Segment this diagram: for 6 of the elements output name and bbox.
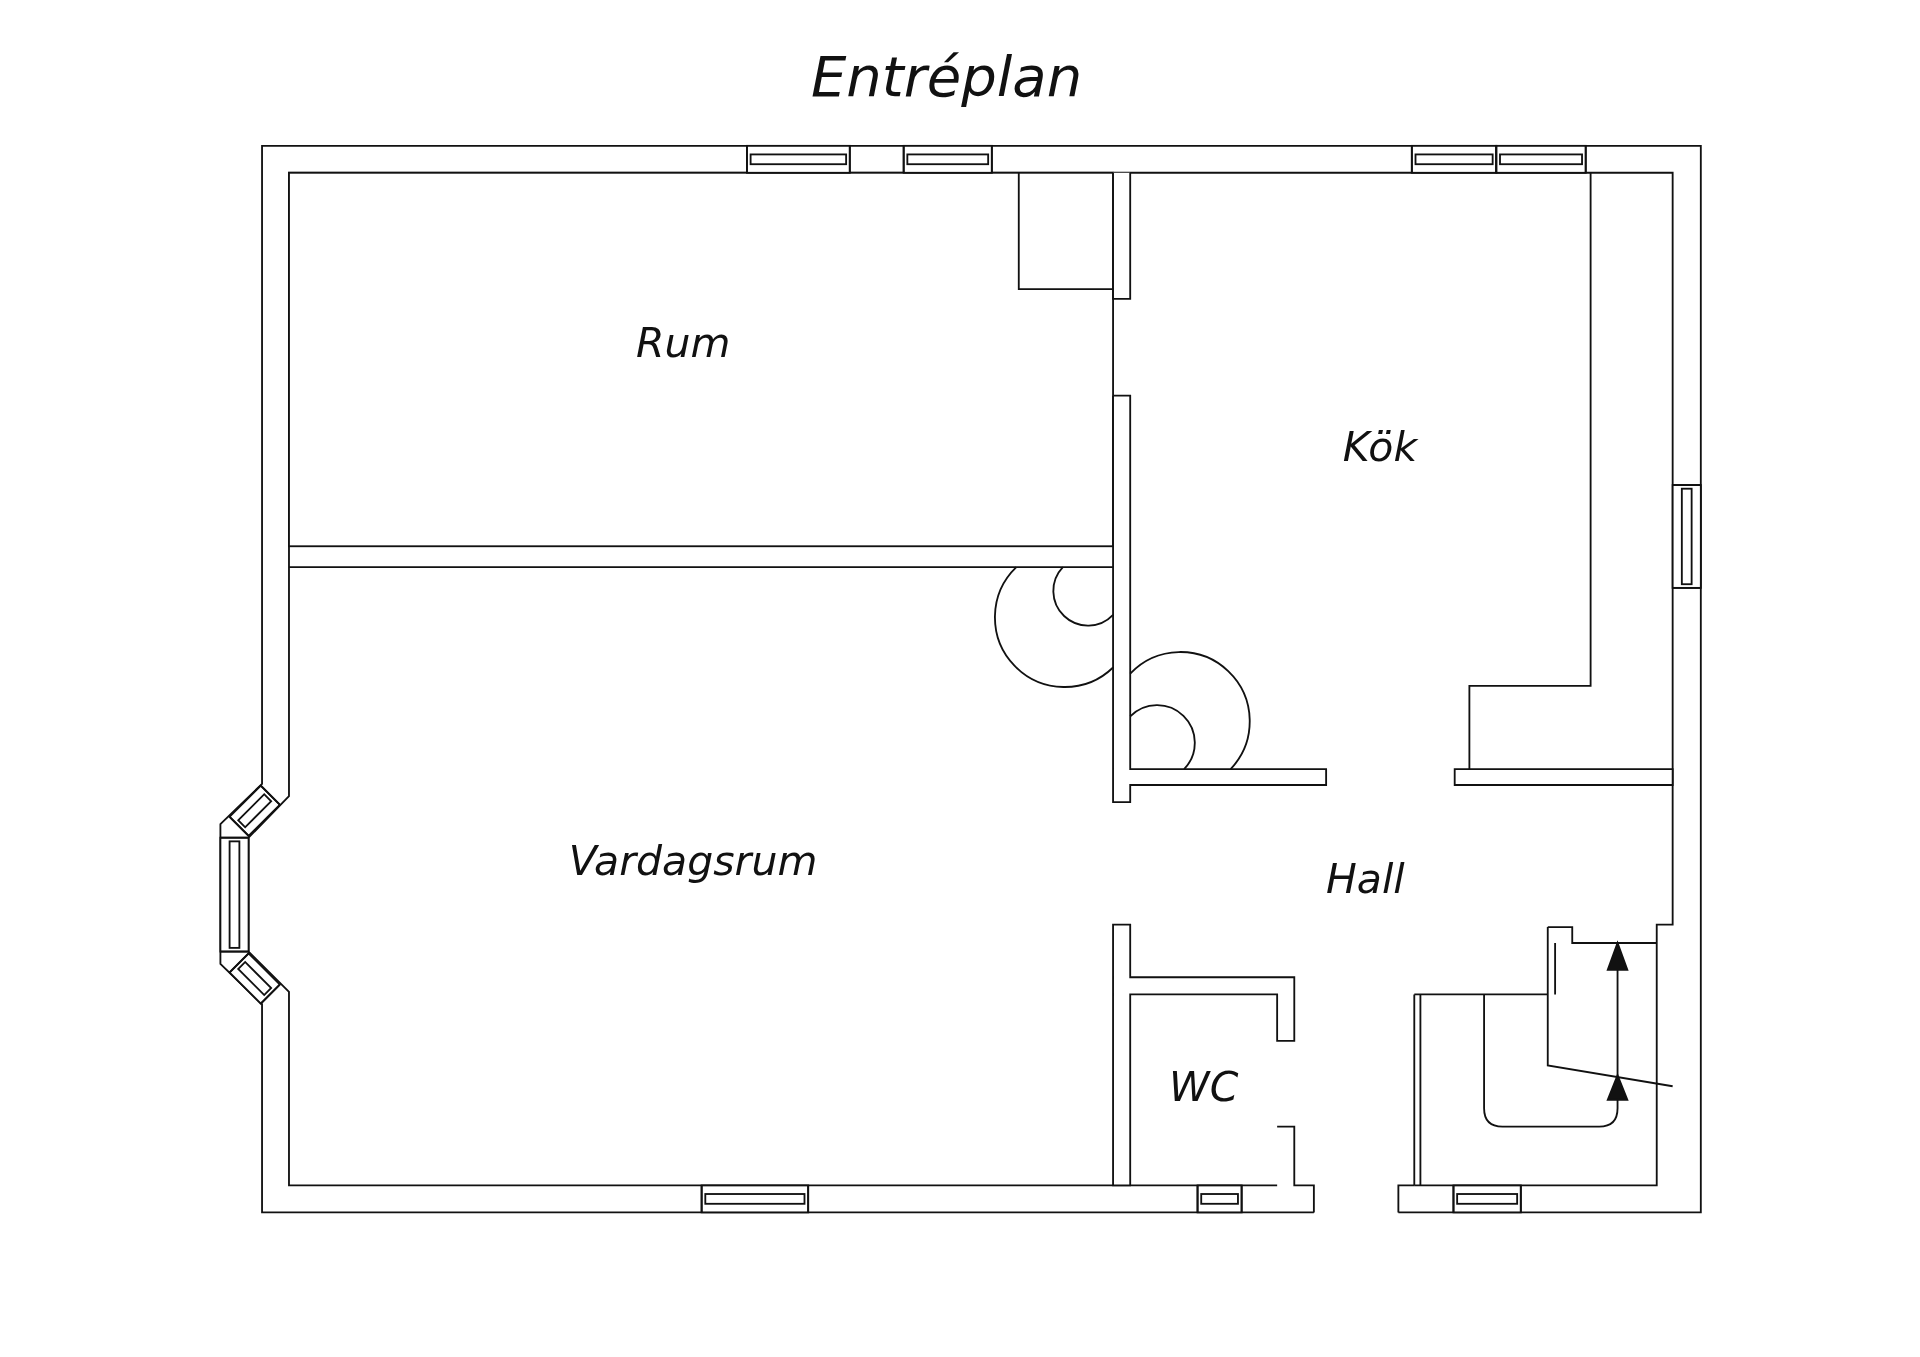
room-label: Vardagsrum [568, 836, 818, 885]
room-label: Rum [636, 318, 731, 367]
room-label: WC [1169, 1063, 1239, 1112]
plan-title: Entréplan [810, 43, 1083, 109]
room-label: Hall [1325, 855, 1405, 904]
room-label: Kök [1342, 422, 1418, 471]
